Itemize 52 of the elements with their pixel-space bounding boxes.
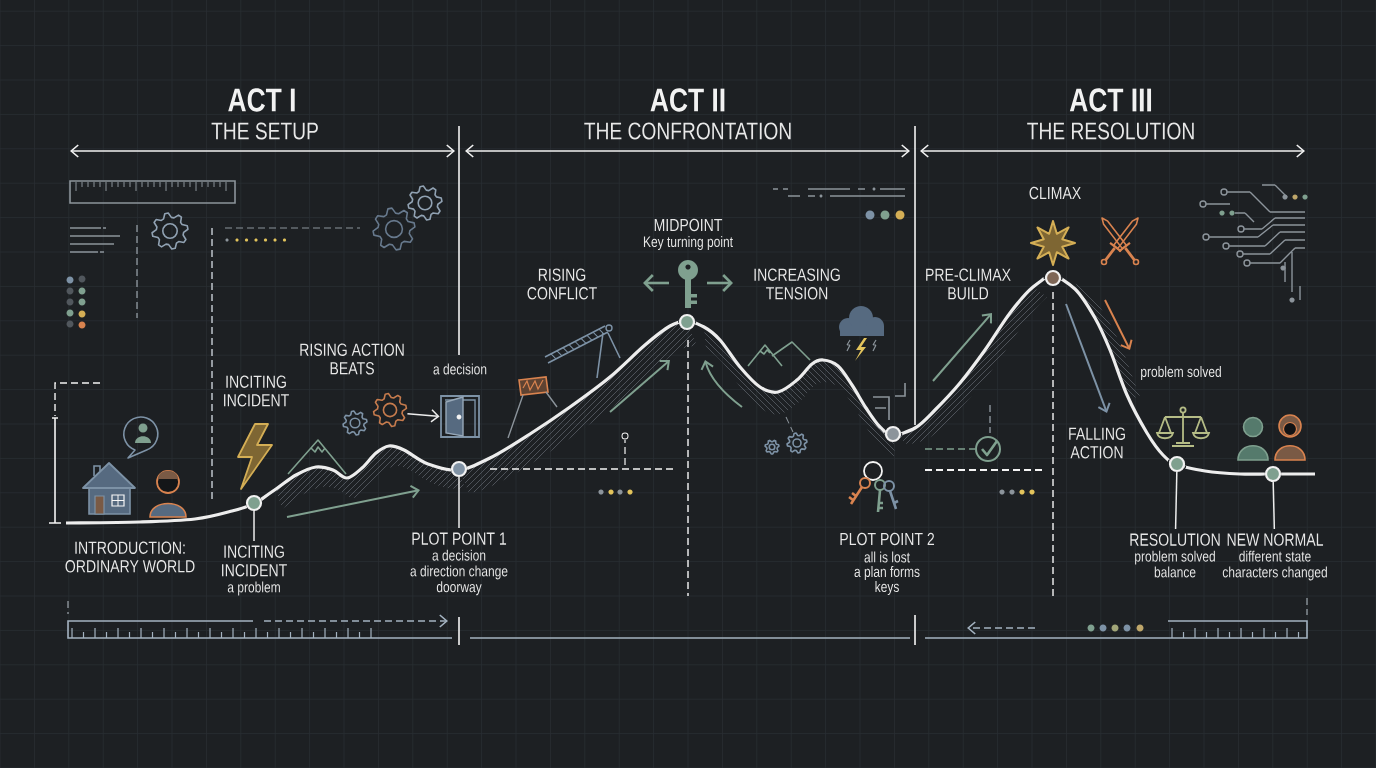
- note-text: a plan forms: [854, 566, 920, 580]
- story-curve: [466, 320, 680, 470]
- story-curve: [900, 276, 1047, 436]
- note-text: a problem: [227, 581, 280, 596]
- door-icon: [440, 395, 480, 438]
- story-curve: [694, 321, 887, 434]
- act-subtitle: THE CONFRONTATION: [584, 122, 791, 140]
- act-subtitle: THE SETUP: [211, 122, 318, 140]
- note-text: different state: [1239, 550, 1311, 562]
- act-heading: ACT III: [1069, 88, 1152, 112]
- plot-point-marker: [884, 425, 902, 443]
- plot-point-marker: [450, 460, 468, 478]
- note-text: balance: [1154, 566, 1196, 578]
- note-text: characters changed: [1222, 566, 1327, 581]
- story-curve: [1184, 465, 1265, 476]
- note-text: a decision: [432, 549, 486, 561]
- leader-line: [253, 510, 255, 542]
- note-text: doorway: [436, 581, 482, 596]
- stage-label: RESOLUTION: [1130, 533, 1220, 546]
- stage-label: MIDPOINT: [654, 218, 723, 232]
- plot-point-marker: [1168, 455, 1186, 473]
- plot-point-marker: [1044, 269, 1062, 287]
- leader-line: [458, 476, 460, 529]
- leader-line: [1272, 481, 1276, 530]
- act-heading: ACT I: [228, 88, 295, 112]
- story-curve: [260, 444, 452, 501]
- plot-point-marker: [678, 313, 696, 331]
- note-text: Key turning point: [643, 236, 733, 250]
- note-text: problem solved: [1141, 366, 1221, 380]
- stage-label: INCITING INCIDENT: [222, 545, 287, 577]
- leader-line: [1174, 471, 1178, 530]
- stage-label: NEW NORMAL: [1227, 533, 1324, 546]
- stage-label: CLIMAX: [1029, 186, 1081, 200]
- stage-label: PLOT POINT 2: [840, 532, 934, 546]
- note-text: problem solved: [1135, 550, 1215, 565]
- story-curve: [66, 505, 248, 525]
- arrow: [406, 409, 440, 423]
- stage-label: PLOT POINT 1: [412, 532, 507, 545]
- note-text: all is lost: [864, 551, 910, 563]
- stage-label: INCITING INCIDENT: [224, 375, 289, 407]
- story-curve: [1060, 277, 1171, 463]
- gear-icon: [372, 392, 408, 428]
- act-subtitle: THE RESOLUTION: [1027, 122, 1194, 140]
- stage-label: RISING ACTION BEATS: [300, 343, 404, 375]
- stage-label: RISING CONFLICT: [527, 268, 597, 300]
- act-heading: ACT II: [650, 88, 725, 112]
- note-text: keys: [875, 581, 899, 595]
- plot-point-marker: [245, 494, 263, 512]
- note-text: a direction change: [410, 565, 508, 580]
- note-text: a decision: [433, 363, 487, 375]
- plot-point-marker: [1264, 465, 1282, 483]
- story-curve: [1281, 472, 1315, 476]
